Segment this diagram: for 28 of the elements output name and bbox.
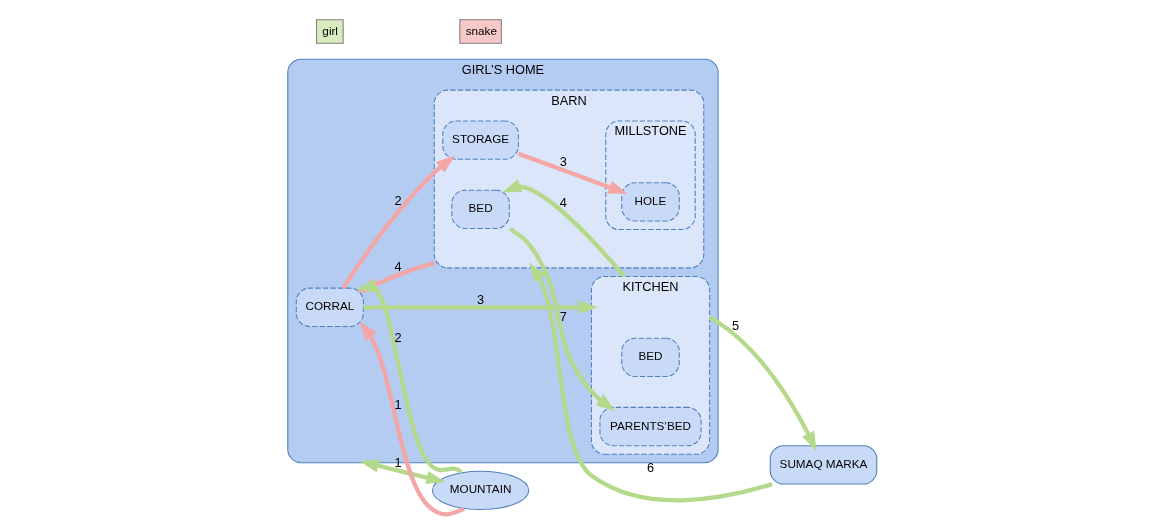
arrow (341, 155, 456, 289)
edge-label: 1 (394, 397, 402, 413)
node-box: STORAGE (442, 120, 519, 160)
arrow (529, 262, 773, 503)
arrow (363, 300, 598, 314)
arrow (708, 315, 817, 451)
edge-label: 4 (394, 258, 402, 274)
node-box: PARENTS’BED (599, 406, 702, 447)
edge-label: 3 (477, 291, 485, 307)
legend-label: snake (465, 23, 497, 37)
edge-label: 5 (732, 318, 740, 334)
node-box: HOLE (621, 182, 680, 222)
node-box: CORRAL (295, 287, 364, 327)
arrow (502, 179, 626, 278)
edge-label: 2 (394, 329, 402, 345)
arrow (359, 321, 465, 517)
edge-label: 3 (559, 154, 567, 170)
node-ellipse: MOUNTAIN (431, 470, 530, 511)
arrow (359, 459, 446, 485)
node-box: SUMAQ MARKA (769, 445, 878, 485)
arrow (517, 151, 628, 194)
edge-label: 4 (559, 194, 567, 210)
edge-label: 7 (559, 308, 567, 324)
node-box: BED (621, 337, 680, 377)
edge-label: 2 (394, 192, 402, 208)
arrow (508, 226, 616, 412)
node-box: BED (451, 189, 510, 230)
legend-label: girl (322, 23, 338, 37)
